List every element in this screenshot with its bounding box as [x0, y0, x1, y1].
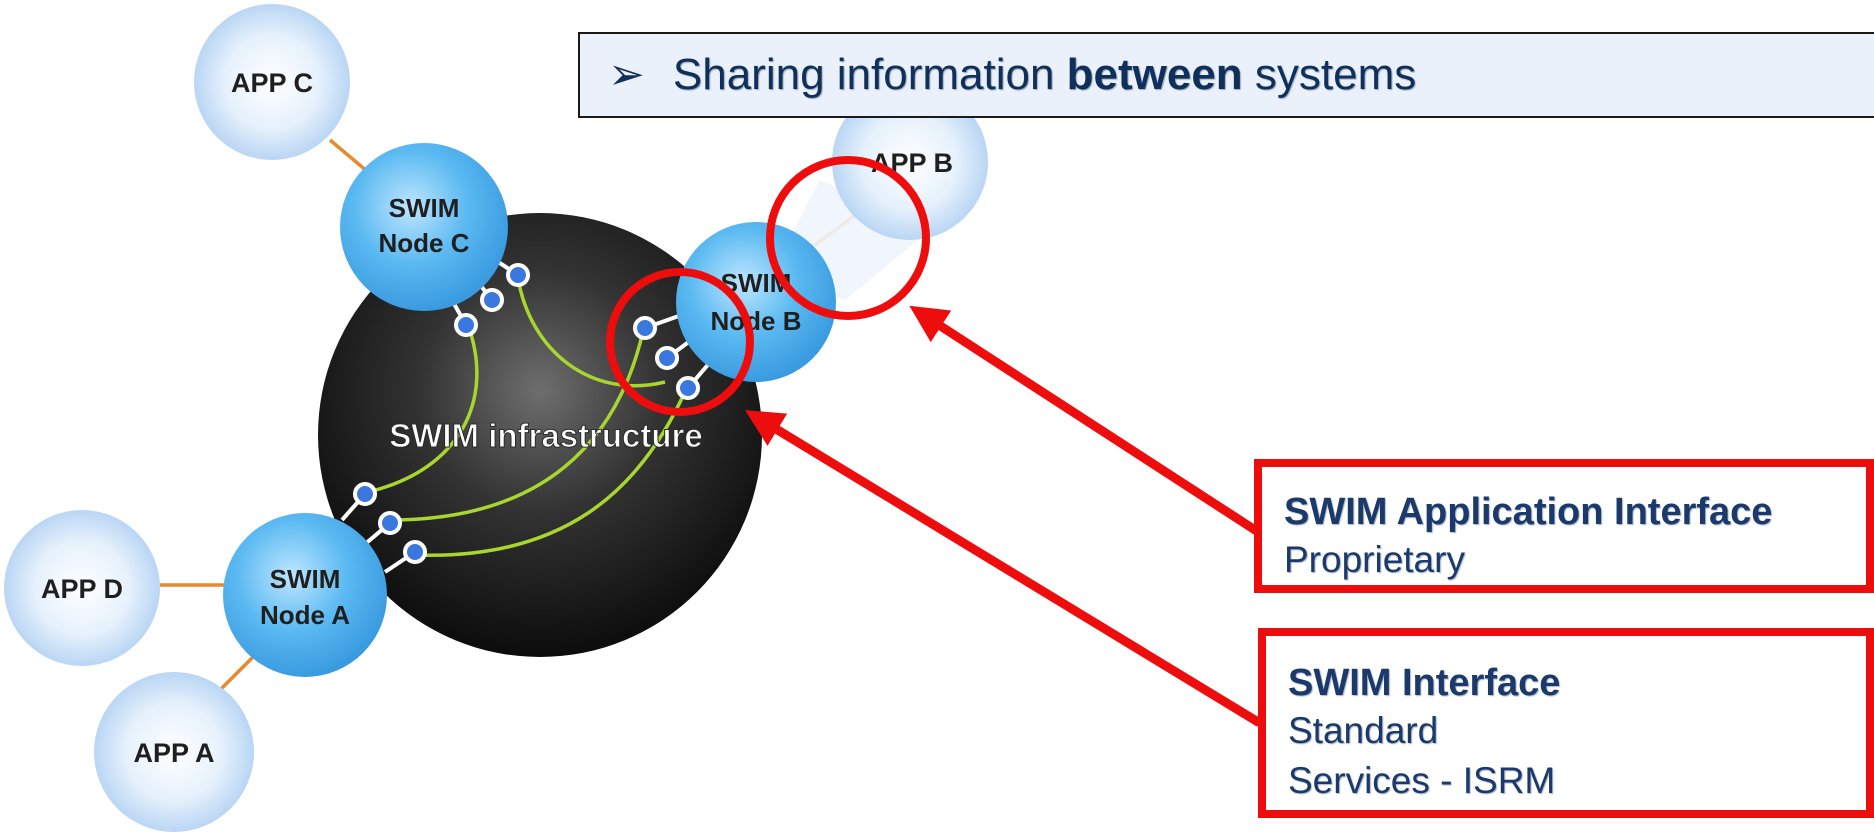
connector-dot	[676, 376, 700, 400]
bullet-arrow-icon: ➢	[608, 50, 645, 99]
node-c-label-line-2: Node C	[379, 228, 470, 258]
highlight-circle-app-interface	[766, 156, 930, 320]
connector-dot	[480, 288, 504, 312]
callout-application-interface: SWIM Application Interface Proprietary	[1254, 459, 1874, 593]
arrow-to-swim-interface	[745, 410, 1263, 727]
connector-dot	[506, 263, 530, 287]
connector-dots	[353, 263, 700, 564]
app-d-label: APP D	[41, 574, 123, 604]
node-a-label-line-2: Node A	[260, 600, 350, 630]
connector-curves	[367, 277, 690, 557]
connector-dot	[353, 482, 377, 506]
connector-dot	[655, 346, 679, 370]
connector-dot	[403, 540, 427, 564]
connector-dot	[378, 511, 402, 535]
node-b-label-line-2: Node B	[711, 306, 802, 336]
curve-node-b-node-a-2	[414, 384, 690, 557]
callout-application-interface-line: Proprietary	[1284, 539, 1465, 580]
node-c-label-line-1: SWIM	[389, 193, 460, 223]
app-b-label: APP B	[871, 148, 953, 178]
callout-swim-interface: SWIM Interface Standard Services - ISRM	[1258, 628, 1874, 818]
app-a-label: APP A	[133, 738, 214, 768]
callout-arrows	[745, 305, 1263, 727]
connector-dot	[633, 316, 657, 340]
link-app-c-node-c	[328, 138, 370, 174]
callout-application-interface-heading: SWIM Application Interface	[1284, 491, 1773, 533]
link-app-a-node-a	[218, 650, 260, 692]
curve-node-c-node-a	[367, 324, 479, 494]
callout-swim-interface-line: Standard	[1288, 710, 1439, 751]
title-text-bold: between	[1066, 50, 1243, 99]
app-d: APP D	[4, 510, 160, 666]
infrastructure-label: SWIM infrastructure	[389, 417, 703, 454]
callout-swim-interface-heading: SWIM Interface	[1288, 662, 1561, 704]
title-text-after: systems	[1242, 50, 1417, 99]
title-text-before: Sharing information	[672, 50, 1067, 99]
page-title: Sharing information between systems	[673, 50, 1416, 100]
connector-dot	[454, 313, 478, 337]
app-a: APP A	[94, 672, 254, 832]
highlight-circles	[606, 156, 930, 416]
app-c-label: APP C	[231, 68, 313, 98]
app-c: APP C	[194, 4, 350, 160]
curve-node-b-node-a-1	[389, 321, 647, 522]
swim-node-b: SWIM Node B	[676, 222, 836, 382]
swim-node-c: SWIM Node C	[340, 143, 508, 311]
node-a-label-line-1: SWIM	[270, 564, 341, 594]
arrow-to-app-interface	[909, 305, 1260, 535]
title-bar: ➢ Sharing information between systems	[578, 32, 1874, 118]
curve-node-c-node-b	[516, 277, 666, 388]
callout-swim-interface-line: Services - ISRM	[1288, 760, 1556, 801]
swim-node-a: SWIM Node A	[223, 513, 387, 677]
highlight-circle-swim-interface	[606, 268, 754, 416]
